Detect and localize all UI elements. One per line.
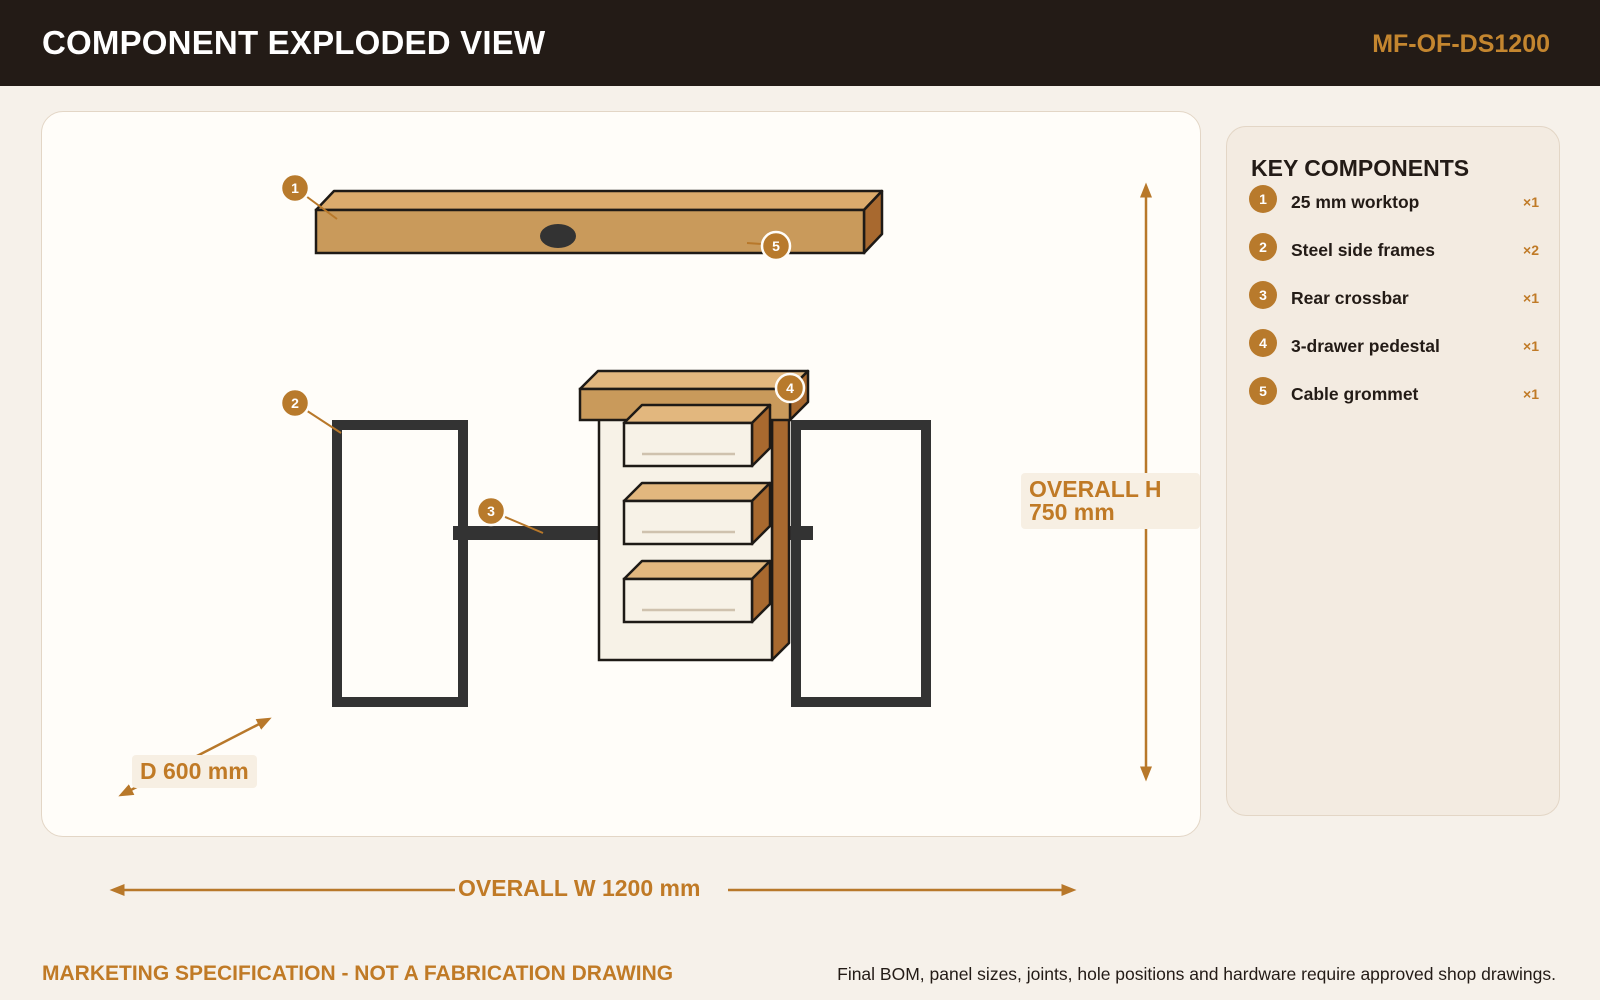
callout-4: 4 [774,372,806,404]
svg-text:1: 1 [291,180,299,196]
callout-2: 2 [279,387,311,419]
legend-item-label: Rear crossbar [1291,288,1409,308]
width-dimension-line [109,884,1077,896]
legend-item-qty: ×1 [1523,386,1539,402]
steel-side-frame-left [332,420,468,707]
legend-number-badge: 1 [1249,185,1277,213]
legend-item: 3 Rear crossbar ×1 [1249,281,1539,329]
height-dimension-label: OVERALL H 750 mm [1021,473,1200,529]
legend-number-badge: 2 [1249,233,1277,261]
legend-item-qty: ×1 [1523,290,1539,306]
legend-number-badge: 5 [1249,377,1277,405]
cable-grommet [540,224,576,248]
svg-text:4: 4 [786,380,794,396]
svg-text:3: 3 [487,503,495,519]
footer-note: Final BOM, panel sizes, joints, hole pos… [837,964,1556,984]
svg-text:5: 5 [772,238,780,254]
legend-number-badge: 4 [1249,329,1277,357]
footer-disclaimer: MARKETING SPECIFICATION - NOT A FABRICAT… [42,962,674,985]
header-bar: COMPONENT EXPLODED VIEW MF-OF-DS1200 [0,0,1600,86]
legend-item-label: 3-drawer pedestal [1291,336,1440,356]
legend-item-label: Steel side frames [1291,240,1435,260]
depth-dimension-label: D 600 mm [132,755,257,788]
steel-side-frame-right [791,420,931,707]
page-title: COMPONENT EXPLODED VIEW [42,24,546,61]
legend-item-label: 25 mm worktop [1291,192,1420,212]
product-code: MF-OF-DS1200 [1372,30,1550,58]
legend-item: 4 3-drawer pedestal ×1 [1249,329,1539,377]
legend-title: KEY COMPONENTS [1251,155,1470,181]
legend-list: 1 25 mm worktop ×1 2 Steel side frames ×… [1249,185,1539,425]
legend-item: 5 Cable grommet ×1 [1249,377,1539,425]
callout-1: 1 [279,172,311,204]
svg-text:2: 2 [291,395,299,411]
legend-number-badge: 3 [1249,281,1277,309]
legend-item-qty: ×1 [1523,338,1539,354]
width-dimension-label: OVERALL W 1200 mm [458,875,701,901]
worktop [314,189,884,255]
legend-item: 2 Steel side frames ×2 [1249,233,1539,281]
legend-item: 1 25 mm worktop ×1 [1249,185,1539,233]
legend-item-qty: ×2 [1523,242,1539,258]
exploded-view-panel: 1 5 2 3 4 OVERALL H 750 mm D 600 mm [41,111,1201,837]
legend-item-qty: ×1 [1523,194,1539,210]
key-components-panel: KEY COMPONENTS 1 25 mm worktop ×1 2 Stee… [1226,126,1560,816]
legend-item-label: Cable grommet [1291,384,1419,404]
drawer-pedestal [578,369,810,662]
callout-5: 5 [760,230,792,262]
exploded-view-drawing: 1 5 2 3 4 [118,172,1152,797]
callout-3: 3 [475,495,507,527]
